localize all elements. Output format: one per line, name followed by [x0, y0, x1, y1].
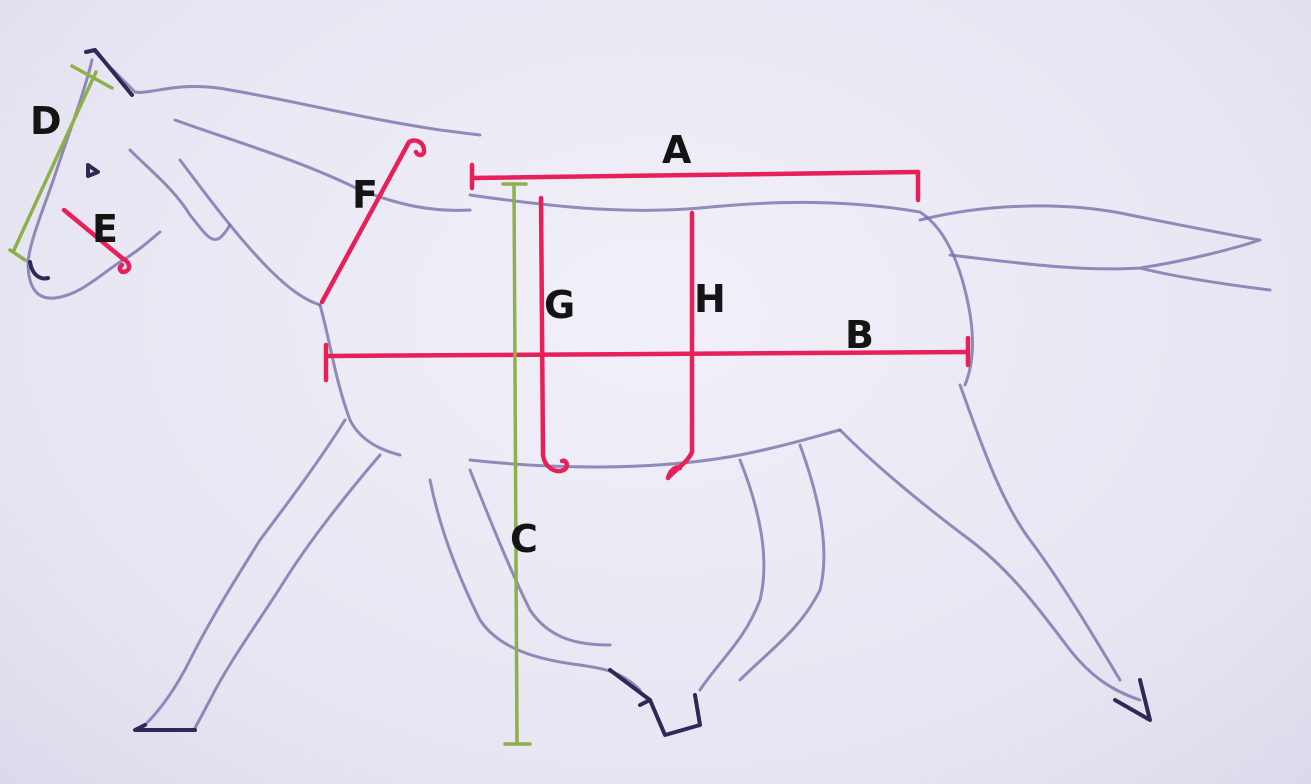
- horse-hind-hoof-rear: [1113, 678, 1152, 722]
- horse-jaw: [128, 148, 232, 241]
- measure-line-c: [512, 182, 519, 746]
- horse-face: [26, 58, 162, 300]
- measure-line-d-tick-top: [70, 64, 114, 90]
- horse-ear: [84, 48, 134, 97]
- label-c: C: [510, 517, 538, 561]
- label-a: A: [662, 128, 692, 172]
- horse-hind-leg-rear: [838, 383, 1142, 702]
- measurement-labels: A B C D E F G H: [30, 99, 874, 561]
- measurement-lines: [8, 64, 971, 746]
- horse-tail: [918, 204, 1272, 292]
- label-h: H: [694, 277, 726, 321]
- horse-front-leg-under: [428, 468, 642, 692]
- horse-front-leg-extended: [143, 418, 382, 730]
- measure-line-f: [319, 138, 427, 305]
- horse-eye: [86, 163, 100, 178]
- horse-sketch: [26, 48, 1272, 737]
- measure-line-a: [469, 169, 921, 181]
- measure-line-d-tick-bottom: [8, 248, 27, 262]
- label-b: B: [845, 313, 874, 357]
- horse-belly: [468, 428, 842, 469]
- horse-front-hoof: [133, 723, 197, 732]
- label-d: D: [30, 99, 62, 143]
- measure-line-h: [665, 210, 695, 481]
- measure-line-e: [61, 207, 132, 275]
- horse-chest: [318, 303, 402, 457]
- label-g: G: [544, 283, 575, 327]
- horse-back: [468, 193, 974, 387]
- horse-muzzle: [28, 260, 50, 281]
- horse-hind-hoof-front: [648, 693, 702, 737]
- horse-head-outline: [93, 50, 482, 137]
- measure-line-g: [538, 195, 570, 474]
- horse-hind-leg-front: [698, 443, 826, 692]
- label-f: F: [352, 173, 378, 217]
- horse-throat: [178, 158, 322, 307]
- measure-line-d: [12, 70, 98, 252]
- horse-crest: [173, 118, 472, 212]
- horse-under-hoof: [608, 668, 652, 707]
- measure-line-b: [323, 349, 971, 359]
- label-e: E: [92, 207, 118, 251]
